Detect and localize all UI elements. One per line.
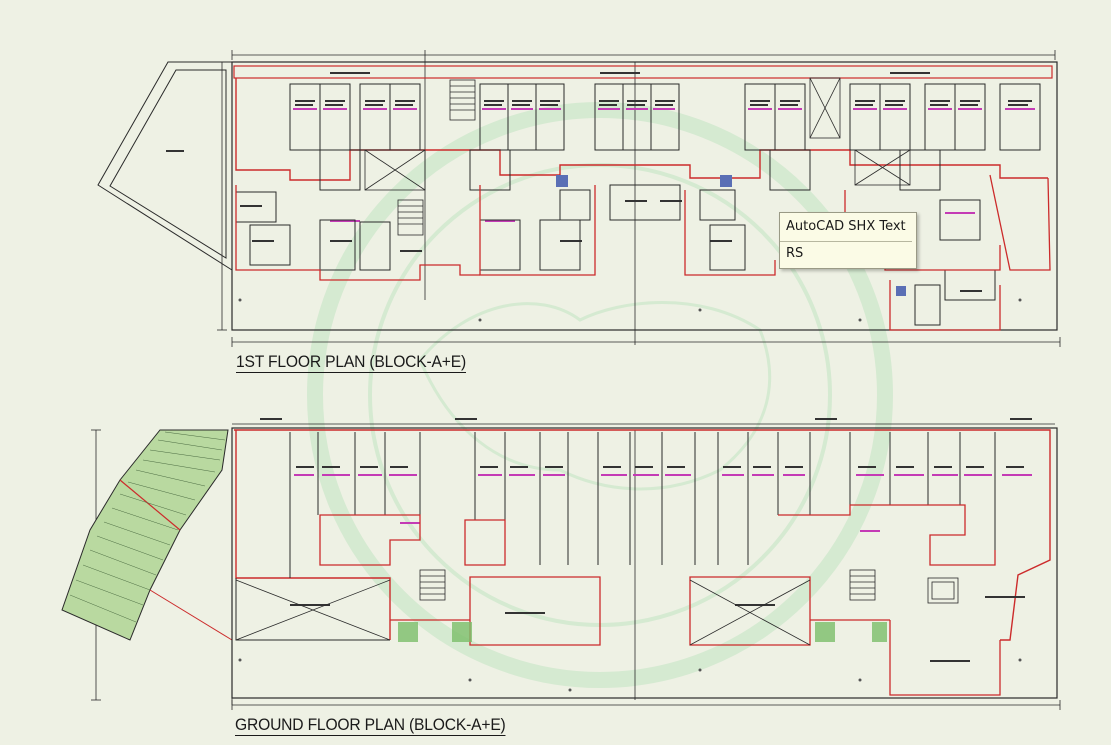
ground-floor-text-marks	[260, 418, 1032, 662]
tooltip-value: RS	[786, 246, 804, 261]
ground-floor-staircases	[235, 569, 959, 646]
ground-floor-column-marks	[238, 658, 1022, 692]
first-floor-plan-title: 1ST FLOOR PLAN (BLOCK-A+E)	[236, 352, 467, 373]
first-floor-text-marks	[166, 72, 1032, 292]
ground-floor-green-areas	[398, 622, 887, 642]
shx-text-tooltip: AutoCAD SHX Text RS	[779, 212, 917, 269]
ground-floor-plan[interactable]	[61, 418, 1061, 710]
first-floor-shop-labels	[293, 108, 1035, 222]
first-floor-column-marks	[238, 298, 1022, 322]
first-floor-left-wing	[97, 61, 233, 271]
ground-floor-outer-walls	[231, 427, 1058, 699]
first-floor-staircases	[364, 77, 911, 236]
first-floor-plan[interactable]	[97, 50, 1061, 347]
ground-floor-ramp	[61, 429, 233, 641]
first-floor-outer-walls	[231, 61, 1058, 331]
tooltip-heading: AutoCAD SHX Text	[780, 213, 912, 242]
first-floor-lift-markers	[556, 175, 906, 296]
ground-floor-shop-labels	[294, 474, 1032, 532]
ground-floor-shop-columns	[289, 432, 996, 578]
first-floor-shop-row	[289, 83, 1041, 151]
ground-floor-plan-title: GROUND FLOOR PLAN (BLOCK-A+E)	[235, 715, 506, 736]
